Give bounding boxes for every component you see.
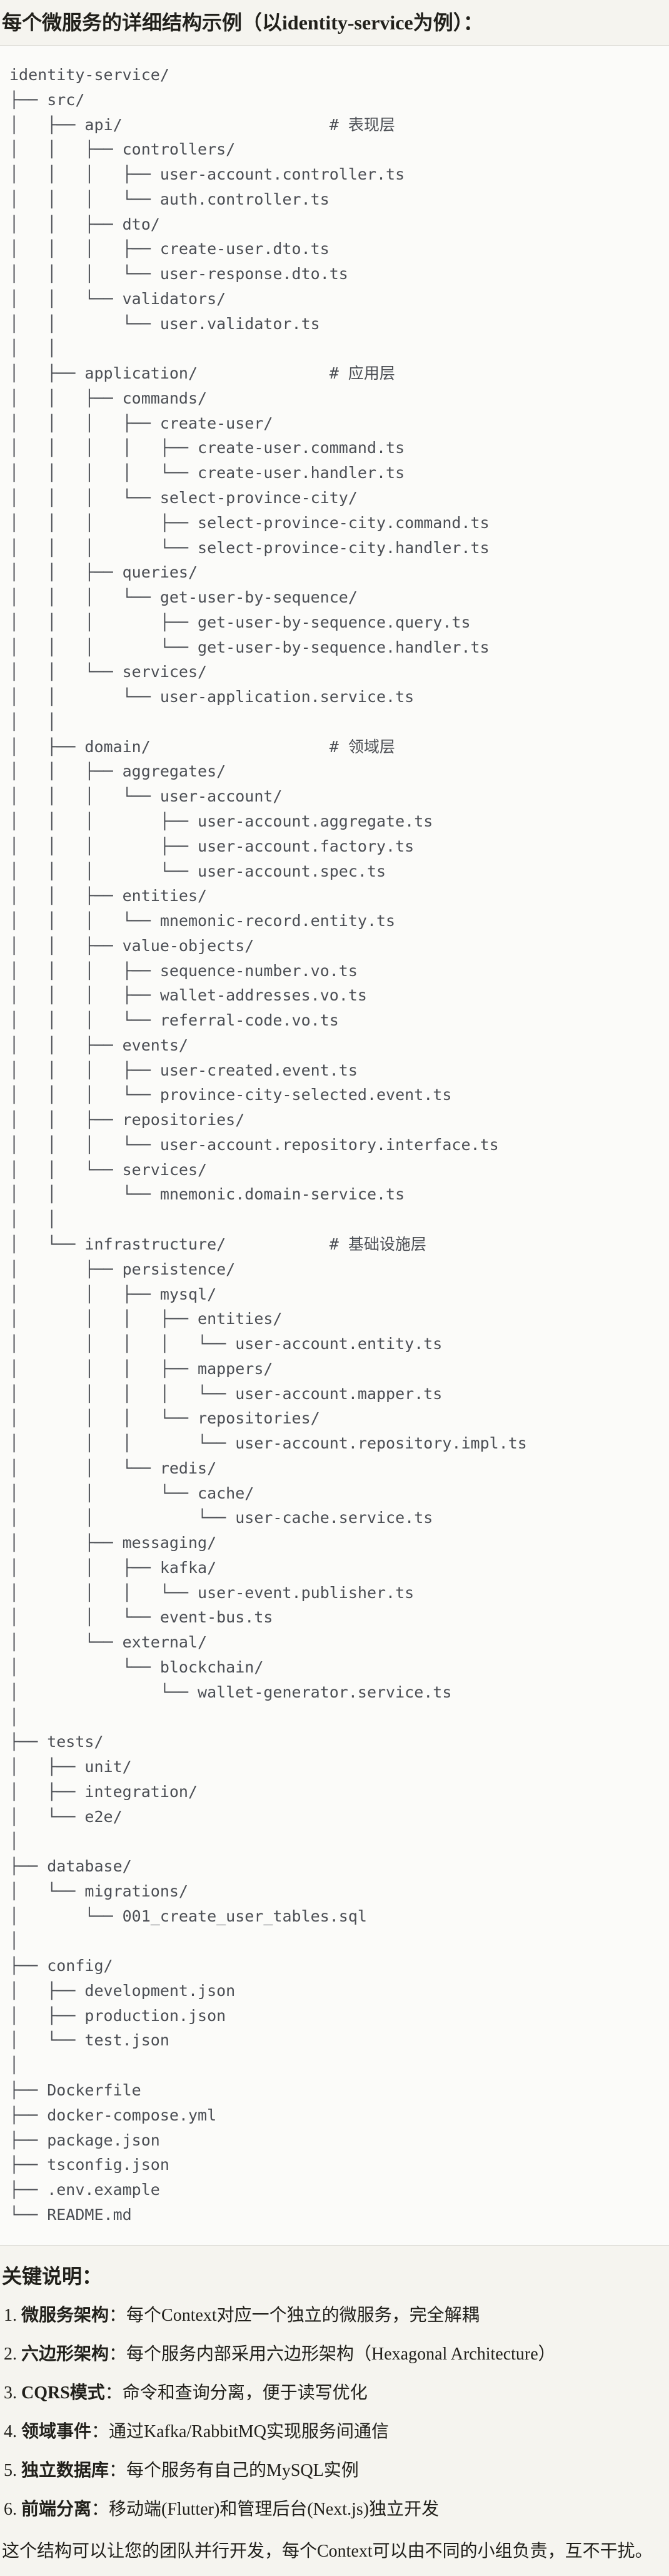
note-number: 4. (4, 2421, 21, 2441)
note-desc: ：通过Kafka/RabbitMQ实现服务间通信 (91, 2421, 389, 2441)
notes-heading: 关键说明： (2, 2264, 103, 2288)
directory-tree: identity-service/ ├── src/ │ ├── api/ # … (9, 66, 527, 2224)
note-term: 微服务架构 (21, 2305, 109, 2325)
notes-section: 关键说明： 1. 微服务架构：每个Context对应一个独立的微服务，完全解耦 … (0, 2264, 669, 2563)
note-desc: ：每个服务有自己的MySQL实例 (109, 2460, 359, 2480)
note-item-4: 4. 领域事件：通过Kafka/RabbitMQ实现服务间通信 (4, 2421, 664, 2443)
page-title: 每个微服务的详细结构示例（以identity-service为例）： (2, 11, 483, 34)
note-term: 前端分离 (21, 2499, 92, 2519)
note-desc: ：每个服务内部采用六边形架构（Hexagonal Architecture） (109, 2344, 556, 2364)
note-term: 独立数据库 (21, 2460, 109, 2480)
code-block: identity-service/ ├── src/ │ ├── api/ # … (0, 45, 669, 2246)
note-term: 领域事件 (21, 2421, 92, 2441)
note-item-3: 3. CQRS模式：命令和查询分离，便于读写优化 (4, 2382, 664, 2405)
note-desc: ：移动端(Flutter)和管理后台(Next.js)独立开发 (91, 2499, 440, 2519)
note-item-1: 1. 微服务架构：每个Context对应一个独立的微服务，完全解耦 (4, 2304, 664, 2327)
note-number: 2. (4, 2344, 21, 2364)
note-item-5: 5. 独立数据库：每个服务有自己的MySQL实例 (4, 2460, 664, 2482)
note-number: 3. (4, 2383, 21, 2403)
note-term: 六边形架构 (21, 2344, 109, 2364)
closing-note: 这个结构可以让您的团队并行开发，每个Context可以由不同的小组负责，互不干扰… (2, 2541, 653, 2561)
note-number: 1. (4, 2305, 21, 2325)
note-desc: ：每个Context对应一个独立的微服务，完全解耦 (109, 2305, 480, 2325)
note-term: CQRS模式 (21, 2383, 105, 2403)
note-item-6: 6. 前端分离：移动端(Flutter)和管理后台(Next.js)独立开发 (4, 2498, 664, 2521)
note-desc: ：命令和查询分离，便于读写优化 (104, 2383, 368, 2403)
note-number: 5. (4, 2460, 21, 2480)
note-number: 6. (4, 2499, 21, 2519)
note-item-2: 2. 六边形架构：每个服务内部采用六边形架构（Hexagonal Archite… (4, 2343, 664, 2366)
